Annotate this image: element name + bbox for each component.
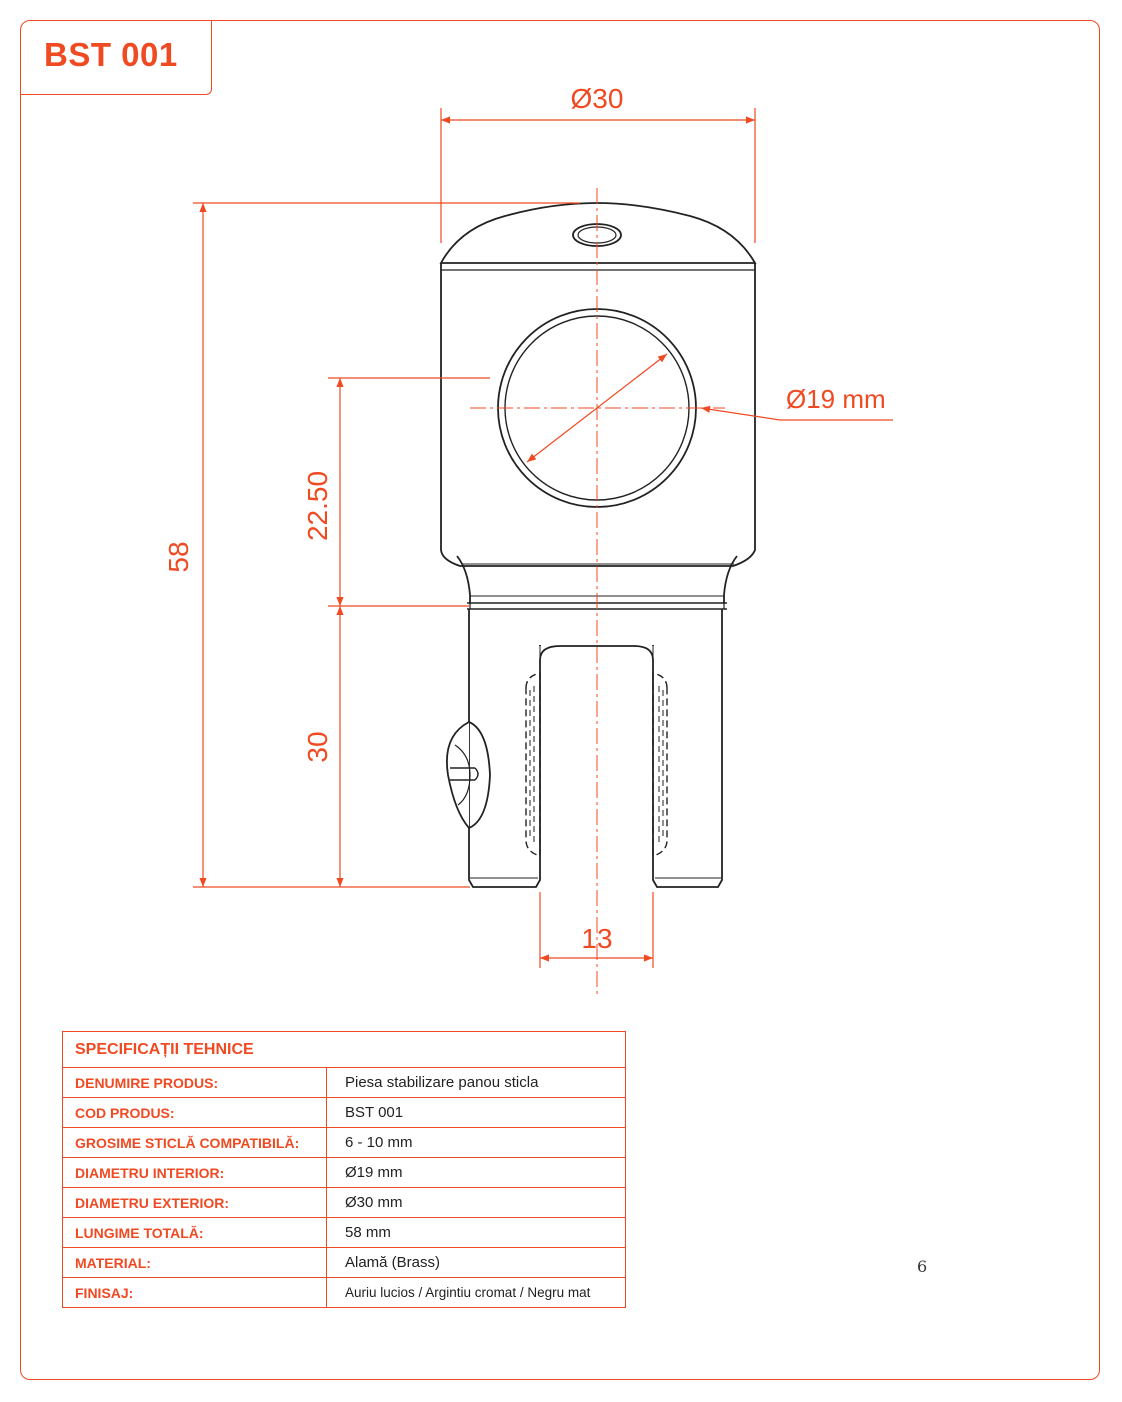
spec-value: Ø19 mm [326, 1157, 626, 1188]
table-row: FINISAJ: Auriu lucios / Argintiu cromat … [62, 1277, 626, 1308]
table-row: COD PRODUS: BST 001 [62, 1097, 626, 1128]
spec-label: LUNGIME TOTALĂ: [62, 1217, 327, 1248]
spec-value: 6 - 10 mm [326, 1127, 626, 1158]
center-lines [470, 188, 725, 996]
outer-diameter-label: Ø30 [571, 83, 624, 114]
spec-value: Auriu lucios / Argintiu cromat / Negru m… [326, 1277, 626, 1308]
spec-value: Ø30 mm [326, 1187, 626, 1218]
spec-label: MATERIAL: [62, 1247, 327, 1278]
spec-label: GROSIME STICLĂ COMPATIBILĂ: [62, 1127, 327, 1158]
table-row: GROSIME STICLĂ COMPATIBILĂ: 6 - 10 mm [62, 1127, 626, 1158]
spec-label: DIAMETRU EXTERIOR: [62, 1187, 327, 1218]
part-outline [439, 202, 757, 888]
spec-label: DIAMETRU INTERIOR: [62, 1157, 327, 1188]
spec-label: FINISAJ: [62, 1277, 327, 1308]
product-code-box [20, 20, 212, 95]
spec-label: COD PRODUS: [62, 1097, 327, 1128]
lower-height-label: 30 [302, 731, 333, 762]
spec-table-header: SPECIFICAȚII TEHNICE [62, 1031, 626, 1068]
table-row: DIAMETRU EXTERIOR: Ø30 mm [62, 1187, 626, 1218]
dimension-lines [193, 108, 893, 968]
total-length-label: 58 [163, 541, 194, 572]
spec-table: SPECIFICAȚII TEHNICE DENUMIRE PRODUS: Pi… [62, 1031, 626, 1308]
spec-value: 58 mm [326, 1217, 626, 1248]
page-frame [20, 20, 1100, 1380]
slot-width-label: 13 [581, 923, 612, 954]
product-code-title: BST 001 [44, 36, 178, 73]
upper-height-label: 22.50 [302, 471, 333, 541]
spec-value: BST 001 [326, 1097, 626, 1128]
table-row: MATERIAL: Alamă (Brass) [62, 1247, 626, 1278]
spec-label: DENUMIRE PRODUS: [62, 1067, 327, 1098]
page-number: 6 [917, 1257, 928, 1276]
inner-diameter-label: Ø19 mm [786, 384, 886, 414]
spec-value: Piesa stabilizare panou sticla [326, 1067, 626, 1098]
table-row: LUNGIME TOTALĂ: 58 mm [62, 1217, 626, 1248]
dimension-labels: Ø30 Ø19 mm 58 22.50 30 13 [163, 83, 886, 954]
spec-title: SPECIFICAȚII TEHNICE [62, 1031, 626, 1068]
table-row: DIAMETRU INTERIOR: Ø19 mm [62, 1157, 626, 1188]
table-row: DENUMIRE PRODUS: Piesa stabilizare panou… [62, 1067, 626, 1098]
spec-value: Alamă (Brass) [326, 1247, 626, 1278]
